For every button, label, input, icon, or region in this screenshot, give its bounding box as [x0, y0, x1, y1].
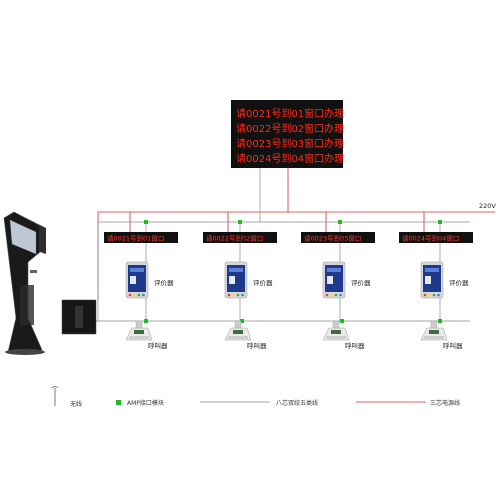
legend-twisted-pair-label: 八芯双绞五类线: [276, 399, 318, 407]
amp-module: [240, 319, 244, 323]
window-units: 请0021号到01窗口评价器呼叫器请0022号到02窗口评价器呼叫器请0023号…: [104, 232, 473, 350]
controller-panel: [75, 306, 83, 328]
kiosk-texture: [20, 285, 34, 325]
evaluator-rating-button: [142, 293, 145, 297]
caller-antenna: [332, 320, 340, 329]
evaluator-rating-button: [339, 293, 342, 297]
caller-label: 呼叫器: [148, 341, 168, 350]
legend-twisted-pair: 八芯双绞五类线: [200, 399, 318, 407]
legend-power-cable-label: 三芯电源线: [430, 399, 460, 407]
evaluator-rating-button: [241, 293, 244, 297]
legend-power-cable: 三芯电源线: [356, 399, 460, 407]
legend-wireless-label: 无线: [70, 400, 82, 408]
evaluator-label: 评价器: [449, 279, 469, 287]
ticket-kiosk: [3, 211, 46, 355]
amp-module: [144, 319, 148, 323]
kiosk-base: [5, 349, 45, 355]
kiosk-screen: [9, 219, 37, 255]
main-display-line: 请0024号到04窗口办理: [236, 152, 344, 165]
evaluator-rating-button: [227, 293, 231, 297]
evaluator-rating-button: [137, 293, 141, 297]
main-display-line: 请0023号到03窗口办理: [236, 137, 344, 150]
amp-module: [438, 220, 442, 224]
window-led-text: 请0021号到01窗口: [107, 234, 164, 243]
caller-label: 呼叫器: [345, 341, 365, 350]
legend-wireless: 无线: [51, 386, 82, 408]
caller-keypad: [326, 336, 346, 339]
caller-screen: [134, 330, 144, 334]
evaluator-rating-button: [236, 293, 240, 297]
main-display-line: 请0021号到01窗口办理: [236, 107, 344, 120]
window-led-display: [203, 232, 277, 243]
window-led-display: [301, 232, 375, 243]
evaluator-photo: [425, 276, 431, 284]
amp-module: [144, 220, 148, 224]
evaluator-screen-header: [425, 268, 439, 272]
evaluator-label: 评价器: [154, 279, 174, 287]
wireless-icon-wave: [51, 386, 59, 389]
window-led-text: 请0022号到02窗口: [206, 234, 263, 243]
main-led-display: 请0021号到01窗口办理 请0022号到02窗口办理 请0023号到03窗口办…: [231, 100, 344, 168]
window-led-text: 请0024号到04窗口: [402, 234, 459, 243]
evaluator-screen-header: [229, 268, 243, 272]
caller-antenna: [430, 320, 438, 329]
kiosk-ticket-slot: [30, 270, 37, 273]
evaluator-rating-button: [133, 293, 136, 297]
evaluator-screen-header: [130, 268, 144, 272]
evaluator-rating-button: [334, 293, 338, 297]
legend: 无线 AMP接口模块 八芯双绞五类线 三芯电源线: [51, 386, 460, 408]
main-display-board: [231, 100, 343, 168]
evaluator-label: 评价器: [253, 279, 273, 287]
caller-screen: [233, 330, 243, 334]
caller-keypad: [228, 336, 248, 339]
window-led-text: 请0023号到03窗口: [304, 234, 361, 243]
evaluator-photo: [130, 276, 136, 284]
evaluator-rating-button: [128, 293, 132, 297]
evaluator-rating-button: [432, 293, 436, 297]
caller-keypad: [424, 336, 444, 339]
evaluator-rating-button: [330, 293, 333, 297]
amp-module: [340, 319, 344, 323]
legend-amp-label: AMP接口模块: [127, 399, 164, 407]
power-label: 220V: [479, 202, 496, 210]
caller-screen: [331, 330, 341, 334]
kiosk-side: [14, 212, 46, 254]
evaluator-rating-button: [428, 293, 431, 297]
evaluator-rating-button: [232, 293, 235, 297]
evaluator-screen-header: [327, 268, 341, 272]
window-led-display: [399, 232, 473, 243]
data-network: [95, 168, 470, 322]
amp-module: [438, 319, 442, 323]
amp-modules: [144, 220, 442, 323]
amp-module: [238, 220, 242, 224]
legend-amp: AMP接口模块: [116, 399, 164, 407]
evaluator-photo: [327, 276, 333, 284]
caller-label: 呼叫器: [443, 341, 463, 350]
main-display-line: 请0022号到02窗口办理: [236, 122, 344, 135]
caller-antenna: [135, 320, 143, 329]
caller-label: 呼叫器: [247, 341, 267, 350]
controller-box: [61, 299, 97, 335]
evaluator-rating-button: [325, 293, 329, 297]
caller-screen: [429, 330, 439, 334]
amp-module-icon: [116, 400, 121, 405]
evaluator-rating-button: [423, 293, 427, 297]
evaluator-label: 评价器: [351, 279, 371, 287]
evaluator-rating-button: [437, 293, 440, 297]
caller-keypad: [129, 336, 149, 339]
evaluator-photo: [229, 276, 235, 284]
amp-module: [338, 220, 342, 224]
window-led-display: [104, 232, 178, 243]
caller-antenna: [234, 320, 242, 329]
